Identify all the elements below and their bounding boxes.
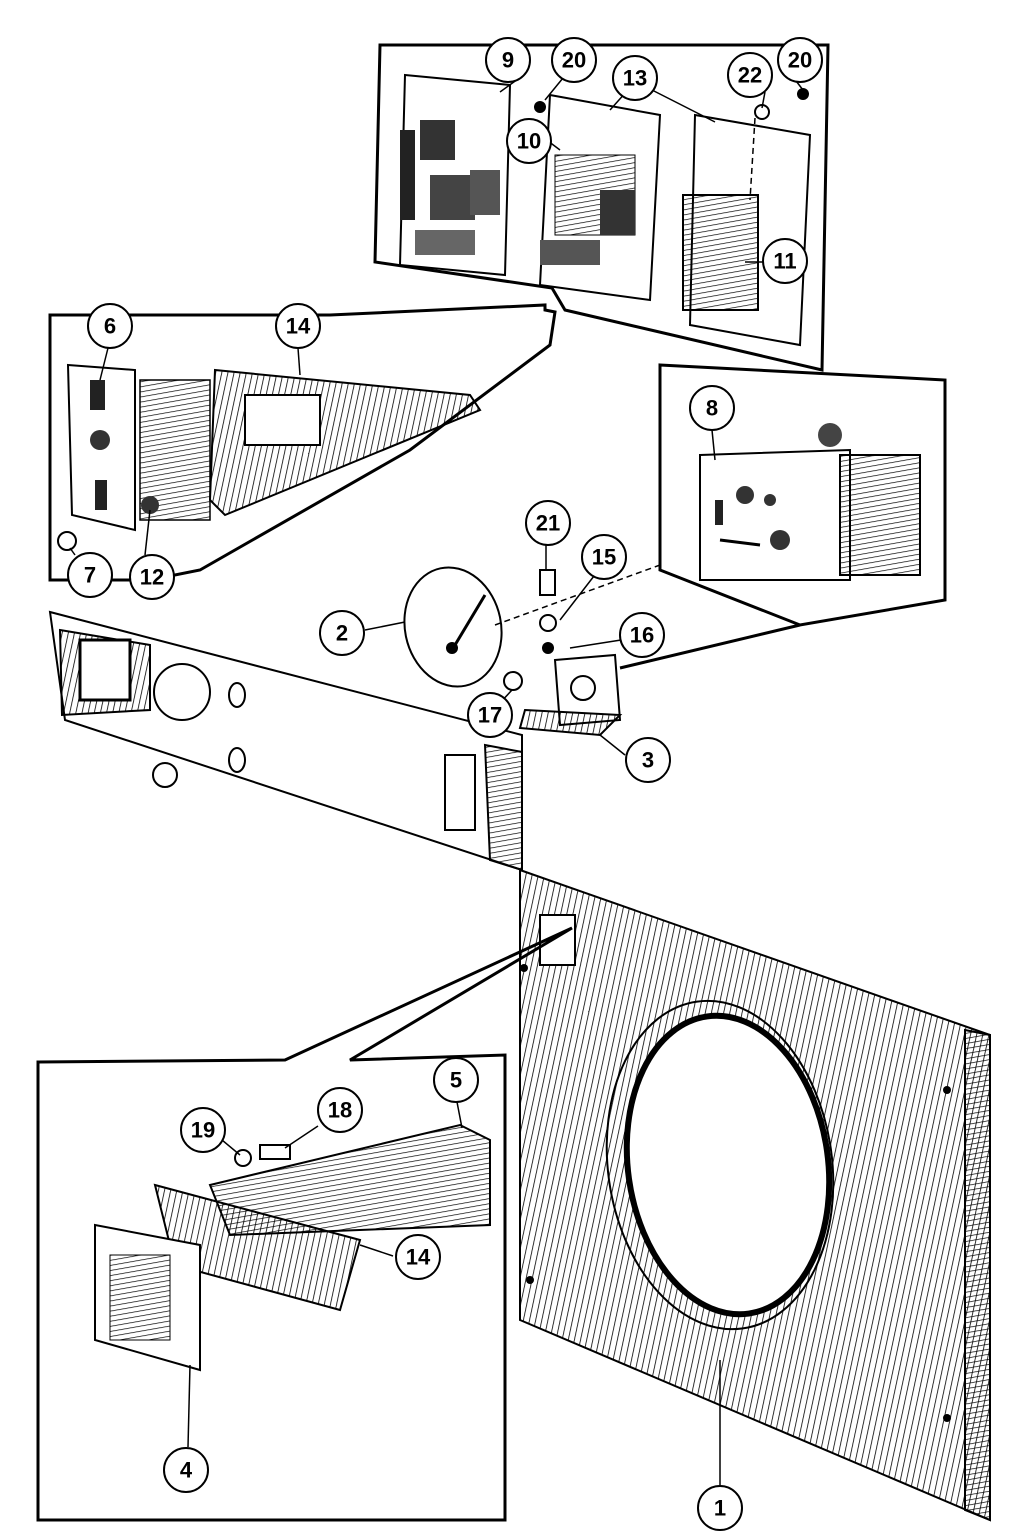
callout-13: 13 [612, 55, 658, 101]
svg-text:17: 17 [478, 703, 502, 728]
svg-text:12: 12 [140, 565, 164, 590]
svg-text:14: 14 [406, 1245, 431, 1270]
circuit-board-inset [373, 43, 830, 372]
svg-text:18: 18 [328, 1098, 352, 1123]
callouts: 1 2 3 4 5 6 7 8 9 10 11 12 13 14 14 15 1… [67, 37, 823, 1531]
svg-text:2: 2 [336, 621, 348, 646]
svg-text:20: 20 [788, 48, 812, 73]
svg-text:16: 16 [630, 623, 654, 648]
callout-11: 11 [762, 238, 808, 284]
callout-12: 12 [129, 554, 175, 600]
callout-14b: 14 [395, 1234, 441, 1280]
front-panel [519, 868, 991, 1522]
timer-inset [658, 363, 947, 627]
svg-text:4: 4 [180, 1458, 193, 1483]
control-board-9 [398, 73, 512, 277]
svg-text:10: 10 [517, 129, 541, 154]
callout-22: 22 [727, 52, 773, 98]
callout-6: 6 [87, 303, 133, 349]
callout-5: 5 [433, 1057, 479, 1103]
callout-1: 1 [697, 1485, 743, 1531]
callout-17: 17 [467, 692, 513, 738]
svg-text:20: 20 [562, 48, 586, 73]
callout-10: 10 [506, 118, 552, 164]
callout-20a: 20 [551, 37, 597, 83]
callout-15: 15 [581, 534, 627, 580]
svg-text:5: 5 [450, 1068, 462, 1093]
svg-text:1: 1 [714, 1496, 726, 1521]
bracket-inset [48, 303, 557, 582]
svg-text:8: 8 [706, 396, 718, 421]
callout-19: 19 [180, 1107, 226, 1153]
svg-text:21: 21 [536, 511, 560, 536]
svg-text:22: 22 [738, 63, 762, 88]
callout-20b: 20 [777, 37, 823, 83]
callout-21: 21 [525, 500, 571, 546]
callout-16: 16 [619, 612, 665, 658]
svg-text:9: 9 [502, 48, 514, 73]
svg-text:13: 13 [623, 66, 647, 91]
callout-9: 9 [485, 37, 531, 83]
control-board-10 [538, 93, 662, 302]
callout-3: 3 [625, 737, 671, 783]
svg-text:14: 14 [286, 314, 311, 339]
callout-14a: 14 [275, 303, 321, 349]
callout-8: 8 [689, 385, 735, 431]
svg-text:3: 3 [642, 748, 654, 773]
control-console [48, 610, 523, 872]
callout-2: 2 [319, 610, 365, 656]
svg-text:11: 11 [773, 249, 796, 274]
bottom-inset [36, 926, 573, 1522]
relay-board-11 [682, 113, 812, 347]
callout-18: 18 [317, 1087, 363, 1133]
dial-assembly [403, 564, 801, 737]
svg-text:19: 19 [191, 1118, 215, 1143]
svg-text:6: 6 [104, 314, 116, 339]
svg-text:7: 7 [84, 563, 96, 588]
callout-7: 7 [67, 552, 113, 598]
svg-text:15: 15 [592, 545, 616, 570]
callout-4: 4 [163, 1447, 209, 1493]
